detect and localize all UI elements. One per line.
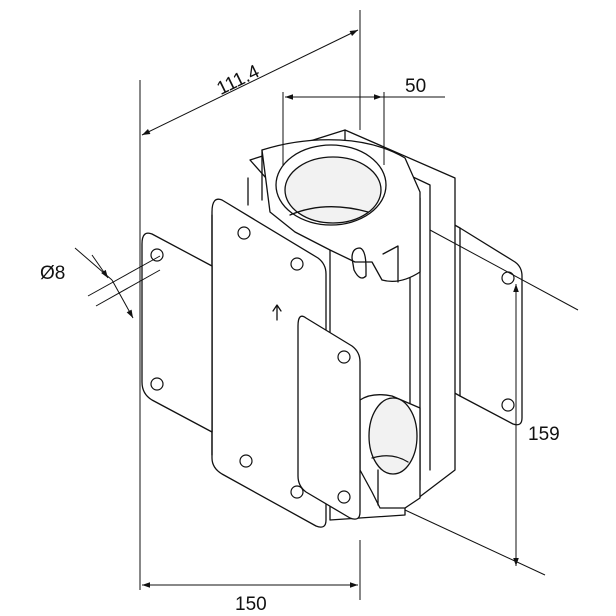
up-arrow-icon bbox=[272, 304, 282, 321]
mount-hole bbox=[337, 490, 351, 504]
front-small-plate bbox=[297, 315, 361, 520]
dimension-height: 159 bbox=[404, 229, 579, 576]
mount-hole bbox=[501, 398, 515, 412]
bottom-clamp bbox=[359, 394, 421, 509]
back-left-plate bbox=[141, 232, 213, 433]
dimension-width: 150 bbox=[142, 540, 361, 615]
dimension-hole-diameter: Ø8 bbox=[40, 247, 161, 319]
dim-label-150: 150 bbox=[235, 594, 267, 615]
dim-label-hole: Ø8 bbox=[40, 263, 65, 284]
dimension-pipe-diameter: 50 bbox=[282, 76, 445, 165]
dim-label-159: 159 bbox=[528, 424, 560, 445]
mount-hole bbox=[337, 350, 351, 364]
mount-hole bbox=[239, 454, 253, 468]
mount-hole bbox=[501, 271, 515, 285]
mount-hole bbox=[290, 257, 304, 271]
mount-hole bbox=[237, 226, 251, 240]
dim-label-50: 50 bbox=[405, 76, 426, 97]
mount-hole bbox=[150, 377, 164, 391]
top-clamp bbox=[261, 139, 421, 283]
mount-hole bbox=[290, 485, 304, 499]
dim-label-111-4: 111.4 bbox=[214, 61, 264, 100]
bottom-pipe-opening bbox=[368, 397, 418, 475]
mount-hole bbox=[150, 248, 164, 262]
